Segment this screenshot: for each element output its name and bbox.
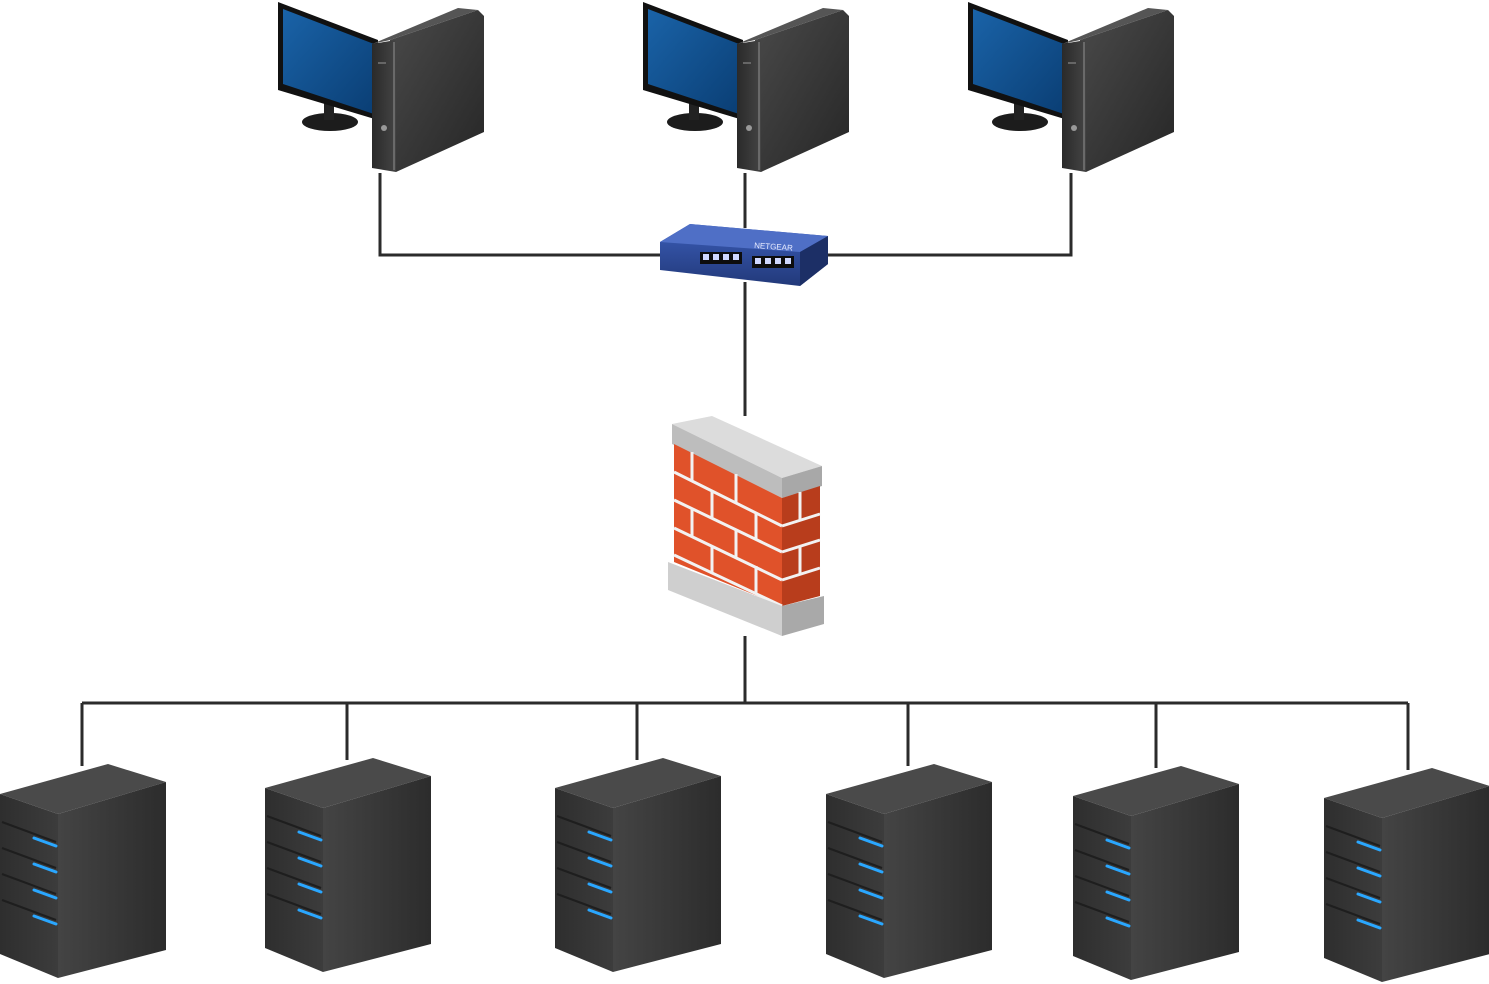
server-tower-icon (824, 762, 994, 980)
desktop-computer-icon (277, 1, 485, 173)
server-tower-icon (263, 756, 433, 974)
switch-brand-label: NETGEAR (754, 241, 793, 253)
cables (80, 173, 1410, 770)
brick-firewall-icon (668, 416, 824, 636)
desktop-computer-icon (642, 1, 850, 173)
server-tower-icon (1071, 764, 1241, 982)
desktop-computer-icon (967, 1, 1175, 173)
cable-pc-1-to-switch (378, 173, 662, 257)
server-tower-icon (1322, 766, 1489, 984)
server-tower-icon (0, 762, 168, 980)
network-switch-icon: NETGEAR (660, 224, 828, 286)
cable-pc-3-to-switch (828, 173, 1073, 257)
server-tower-icon (553, 756, 723, 974)
